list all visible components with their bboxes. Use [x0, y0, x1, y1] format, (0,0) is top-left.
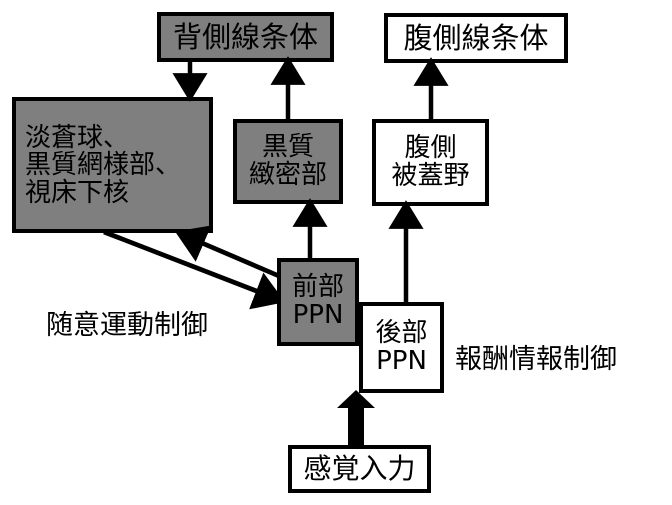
node-basal-ganglia[interactable]: 淡蒼球、 黒質網様部、 視床下核 [12, 97, 213, 233]
node-posterior-ppn-label-line1: 後部 [375, 317, 428, 348]
node-anterior-ppn-label-line1: 前部 [291, 272, 344, 303]
node-dorsal-striatum[interactable]: 背側線条体 [157, 12, 334, 62]
node-sensory-input[interactable]: 感覚入力 [288, 445, 431, 493]
node-vta-label-line2: 被蓋野 [391, 160, 470, 191]
node-basal-ganglia-label-line3: 視床下核 [25, 177, 130, 208]
node-anterior-ppn-label-line2: PPN [292, 300, 344, 330]
node-basal-ganglia-label-line1: 淡蒼球、 [25, 122, 130, 153]
caption-reward-information-control: 報酬情報制御 [455, 344, 617, 375]
arrow-anterior-ppn-to-basal-ganglia [175, 225, 280, 279]
node-basal-ganglia-label-line2: 黒質網様部、 [25, 150, 182, 181]
caption-voluntary-motor-control: 随意運動制御 [46, 310, 208, 341]
node-ventral-striatum[interactable]: 腹側線条体 [384, 13, 568, 63]
node-sensory-input-label: 感覚入力 [303, 452, 416, 486]
node-dorsal-striatum-label: 背側線条体 [172, 19, 318, 54]
node-ventral-striatum-label: 腹側線条体 [403, 20, 549, 55]
node-ventral-tegmental-area[interactable]: 腹側 被蓋野 [372, 119, 489, 206]
node-posterior-ppn-label-line2: PPN [376, 345, 427, 376]
node-substantia-nigra-pars-compacta[interactable]: 黒質 緻密部 [233, 119, 343, 204]
arrow-basal-ganglia-to-anterior-ppn [103, 229, 286, 310]
node-vta-label-line1: 腹側 [404, 132, 457, 163]
node-posterior-ppn[interactable]: 後部 PPN [359, 302, 444, 393]
node-snc-label-line1: 黒質 [261, 131, 314, 162]
node-snc-label-line2: 緻密部 [248, 159, 327, 190]
node-anterior-ppn[interactable]: 前部 PPN [277, 258, 359, 346]
arrow-sensory-input-to-posterior-ppn [337, 390, 375, 445]
